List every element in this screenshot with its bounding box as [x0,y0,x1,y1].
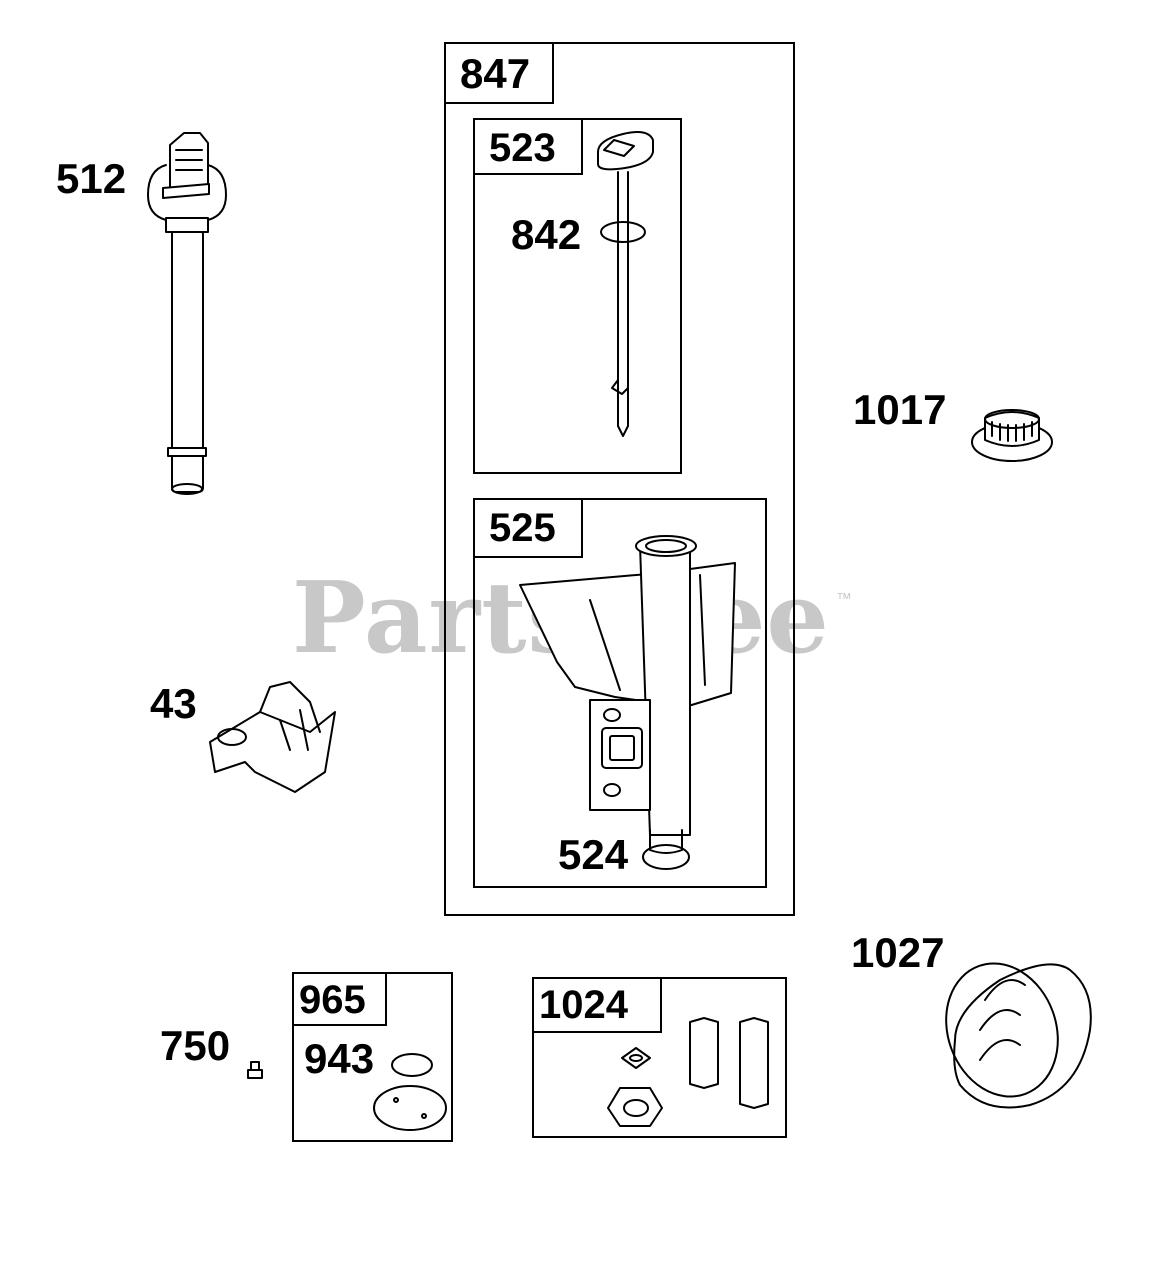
dipstick-icon [597,131,654,437]
assembly-label-525: 525 [489,506,556,550]
part-label-1017: 1017 [853,386,947,433]
gasket-icon [373,1053,447,1131]
box-frame-523-label [473,118,583,175]
oil-filter-icon [945,962,1092,1109]
part-label-524: 524 [558,831,629,878]
assembly-label-965: 965 [299,978,366,1022]
box-frame-1024-label [532,977,662,1033]
kit-parts-icon [607,1017,769,1127]
screw-icon [247,1061,263,1079]
dipstick-tube-icon [147,132,227,495]
part-label-43: 43 [150,680,197,727]
part-label-1027: 1027 [851,929,945,976]
oil-fill-cap-icon [971,409,1053,462]
part-label-512: 512 [56,155,127,202]
watermark-trademark: ™ [836,591,852,608]
assembly-label-523: 523 [489,126,556,170]
o-ring-524-icon [642,844,690,870]
assembly-frame-847 [444,42,795,916]
box-frame-525-label [473,498,583,558]
part-label-750: 750 [160,1022,231,1069]
part-label-943: 943 [304,1035,375,1082]
part-label-842: 842 [511,211,582,258]
box-frame-847-label [444,42,554,104]
bracket-icon [209,681,336,793]
oil-fill-tube-assembly-icon [519,535,736,854]
assembly-label-847: 847 [460,50,531,97]
assembly-label-1024: 1024 [539,983,628,1027]
box-frame-965-label [292,972,387,1026]
assembly-frame-525 [473,498,767,888]
